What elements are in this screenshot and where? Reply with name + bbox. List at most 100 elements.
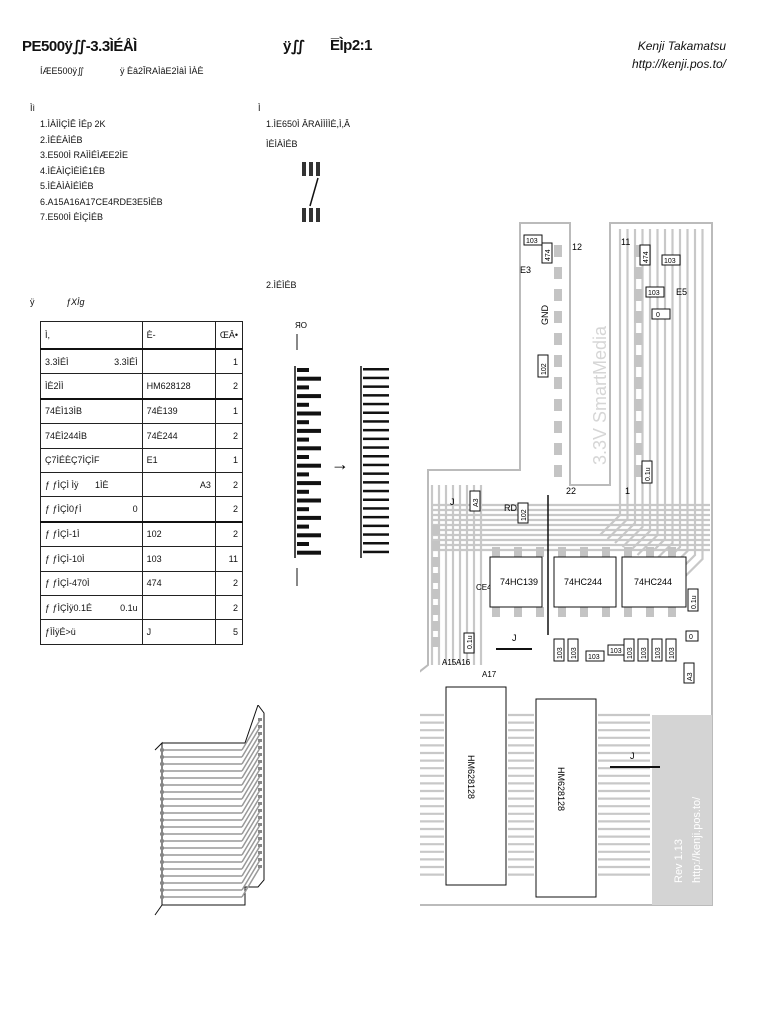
connector-pin: [297, 385, 309, 390]
connector-pins-left: [297, 368, 321, 555]
title-right: E̅Ìp2:1: [330, 37, 373, 54]
connector-pin: [297, 446, 321, 451]
smartmedia-label: 3.3V SmartMedia: [590, 325, 610, 465]
connector-pin: [297, 411, 321, 416]
connector-pin: [363, 428, 389, 432]
flex-cable-drawing: [154, 705, 265, 916]
rev-label: Rev 1.13: [673, 839, 685, 883]
connector-pin: [297, 368, 309, 372]
svg-text:0.1u: 0.1u: [645, 467, 652, 481]
connector-pin: [297, 463, 321, 468]
connector-pin: [297, 507, 309, 512]
ram-chip-2: HM628128: [556, 767, 566, 811]
column-header: ŒÂ•: [214, 321, 244, 350]
connector-pin: [297, 498, 321, 503]
connector-pin: [363, 368, 389, 371]
connector-pin: [297, 376, 321, 381]
rd-label: RD: [504, 503, 517, 513]
svg-text:0.1u: 0.1u: [691, 595, 698, 609]
step-item: 6.A15A16A17CE4RDE3E5ÌÉB: [40, 196, 163, 207]
diagram-label: ЯО: [295, 321, 307, 330]
svg-text:102: 102: [541, 363, 548, 375]
svg-text:103: 103: [648, 290, 660, 297]
table-row: ƒ ƒÌÇÌ-10Ì 103 11: [40, 546, 244, 572]
resistor-value: 103: [655, 647, 662, 659]
title-mid: ÿ∬: [283, 38, 305, 55]
jumper-label: J: [450, 497, 455, 507]
step-item: 7.E500Ì ÈÌÇÌÉB: [40, 212, 104, 222]
connector-pin: [297, 402, 309, 407]
table-row: ƒ ƒÌÇÌ-1Ì 102 2: [40, 520, 244, 548]
step-item: 1.ÌÀÌÌÇÌÊ ÌÉp 2K: [40, 119, 106, 129]
table-row: Ç7ÌÉÈÇ7ÌÇÌF E1 1: [40, 447, 244, 473]
table-header-row: Ì, È- ŒÂ•: [40, 321, 244, 350]
svg-text:103: 103: [664, 258, 676, 265]
table-row: ƒ ƒÌÇÌ Ìÿ 1ÌÈ A3 2: [40, 471, 244, 498]
a15-label: A15: [442, 658, 457, 667]
ic-74hc244-a: 74HC244: [564, 577, 602, 587]
author-url[interactable]: http://kenji.pos.to/: [631, 57, 726, 71]
connector-pin: [363, 472, 389, 475]
table-row: 74ÈÌ13ÌB 74È139 1: [40, 397, 244, 425]
title-left: ΡΕ500ÿ∬-3.3ÌÉÅÌ: [22, 38, 137, 55]
a17-label: A17: [482, 670, 497, 679]
pin-11-label: 11: [621, 237, 630, 247]
connector-pin: [297, 550, 321, 555]
connector-pin: [363, 411, 389, 414]
connector-pin: [297, 394, 321, 399]
connector-pin: [363, 402, 389, 406]
connector-pin: [363, 446, 389, 449]
subtitle-right: ÿ Èâ2ÎRAÌâE2ÌâÌ ÌÀÈ: [120, 66, 204, 76]
parts-table: Ì, È- ŒÂ• 3.3ÌÉÌ 3.3ÌÉÌ 1 ÌÈ2ÌÌ HM628128…: [40, 321, 244, 645]
author-name: Kenji Takamatsu: [637, 39, 726, 53]
pcb-url-label: http://kenji.pos.to/: [691, 796, 703, 883]
connector-pins-right: [363, 368, 389, 554]
resistor-value: 103: [641, 647, 648, 659]
resistor-group: 103 474 474 103 103 0 102 0.1u A3 102 0.…: [463, 234, 699, 684]
table-row: ƒ ƒÌÇÌ0ƒÌ 0 2: [40, 496, 244, 523]
table-row: ÌÈ2ÌÌ HM628128 2: [40, 373, 244, 400]
right-step2: 2.ÌÉÌÉB: [266, 280, 297, 290]
step-item: 5.ÌÈÀÌÀÌÉÌÉB: [40, 181, 94, 191]
connector-pin: [363, 376, 389, 380]
e3-label: E3: [520, 265, 531, 275]
svg-text:A3: A3: [687, 672, 694, 681]
subtitle-left: ÍÆΕ500ÿ∬: [40, 66, 85, 76]
arrow-icon: →: [331, 454, 349, 474]
assembly-steps: 1.ÌÀÌÌÇÌÊ ÌÉp 2K 2.ÌÈÈÀÌÉB 3.E500Ì RAÌÌÉ…: [40, 117, 163, 226]
column-header: Ì,: [40, 321, 143, 350]
right-step1: 1.ÌE650Ì ÂRAÌÌÌÌÈ,Ì,Â: [266, 119, 351, 129]
step-item: 4.ÌÈÀÌÇÌÈÌÉ1ÈB: [40, 165, 106, 176]
ce4-label: CE4: [476, 583, 492, 592]
table-row: ƒÌÌÿÉ>ü J 5: [40, 619, 244, 645]
connector-pin: [363, 550, 389, 554]
connector-pin: [363, 385, 389, 388]
step-item: 2.ÌÈÈÀÌÉB: [40, 134, 83, 145]
table-row: 74ÈÌ244ÌB 74È244 2: [40, 423, 244, 449]
connector-pin: [363, 542, 389, 545]
svg-text:0: 0: [689, 634, 693, 641]
a16-label: A16: [456, 658, 471, 667]
resistor-value: 103: [557, 647, 564, 659]
connector-pin: [297, 524, 309, 529]
connector-pin: [363, 489, 389, 493]
svg-text:474: 474: [545, 249, 552, 261]
connector-pin: [363, 524, 389, 528]
svg-text:103: 103: [588, 654, 600, 661]
table-row: 3.3ÌÉÌ 3.3ÌÉÌ 1: [40, 348, 244, 375]
connector-pin: [297, 428, 321, 433]
connector-pin: [363, 420, 389, 423]
connector-pin: [297, 515, 321, 520]
ic-74hc139: 74HC139: [500, 577, 538, 587]
parts-heading-b: ƒXÌg: [66, 297, 85, 307]
connector-pin: [363, 481, 389, 484]
connector-pin: [297, 437, 309, 442]
svg-text:0.1u: 0.1u: [467, 635, 474, 649]
pin-22-label: 22: [566, 486, 576, 496]
svg-text:103: 103: [610, 648, 622, 655]
jumper-label: J: [630, 751, 635, 761]
pcb-layout: 3.3V SmartMedia 12 11 22 1 GND E3 E5 RD …: [420, 222, 713, 906]
table-row: ƒ ƒÌÇÌÿ0.1É 0.1u 2: [40, 594, 244, 621]
jumper-sketch: [302, 162, 320, 222]
left-heading: Ìì: [30, 103, 36, 113]
